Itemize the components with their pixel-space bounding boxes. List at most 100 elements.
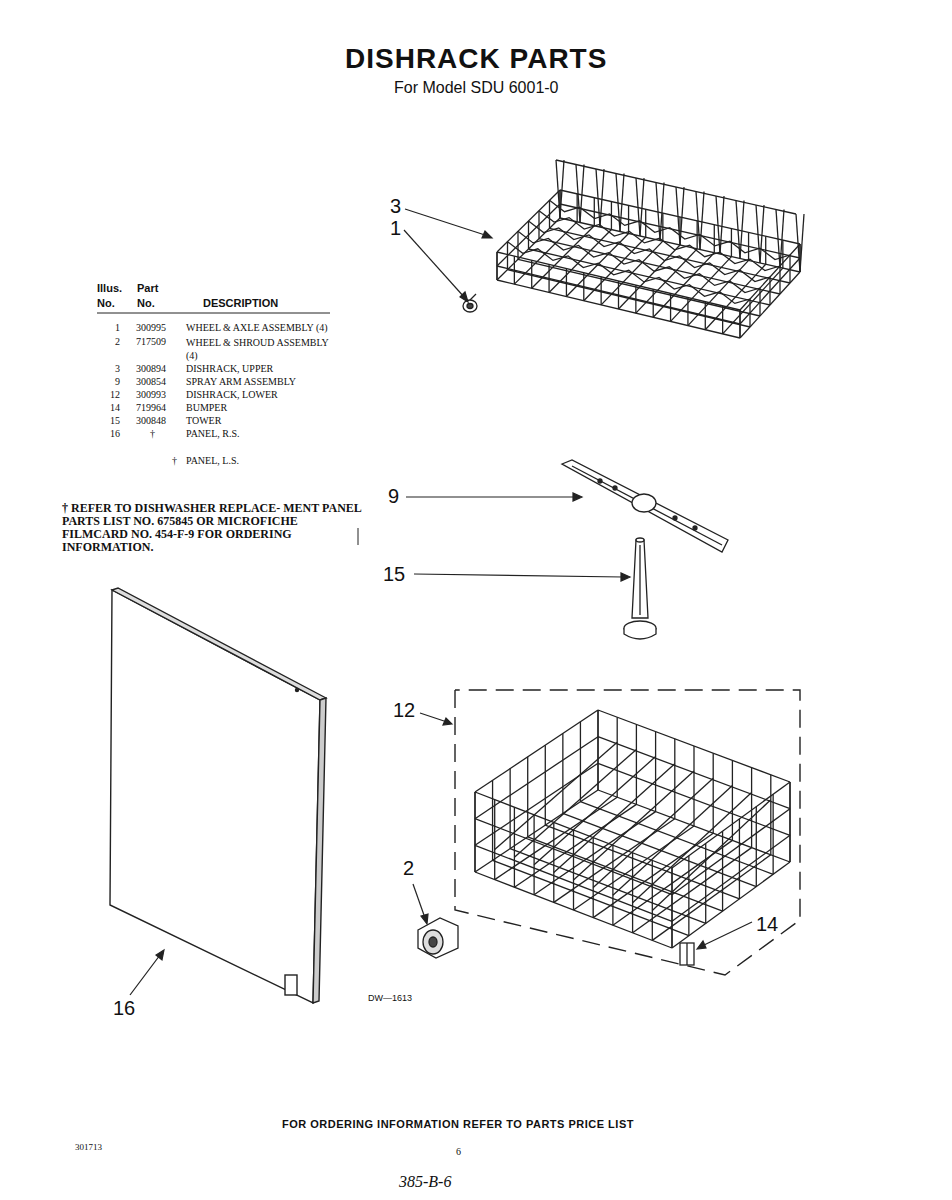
lower-dishrack-part [580,802,773,875]
lower-dishrack-part [534,757,656,865]
leader-lines-part [156,950,164,960]
wheel-axle-part [463,300,477,312]
lower-rack-bracket-part [455,690,800,975]
wheel-shroud-part [429,937,437,947]
callout-number: 1 [390,216,401,240]
part-description: BUMPER [186,402,227,414]
lower-dishrack-part [713,753,714,833]
illus-number: 9 [115,376,120,388]
lower-dishrack-part [475,737,598,819]
lower-dishrack-part [475,710,598,792]
upper-dishrack-part [736,201,740,259]
leader-lines [130,209,752,995]
side-panel-part [110,590,320,1003]
leader-lines-part [421,914,428,924]
upper-dishrack-part [640,178,644,236]
upper-dishrack-part [756,205,760,263]
callout-number: 3 [390,194,401,218]
lower-dishrack-part [514,749,636,857]
part-description: PANEL, R.S. [186,428,240,440]
leader-lines-part [697,941,706,949]
upper-dishrack-part [576,165,580,223]
page-number: 6 [456,1146,461,1158]
side-panel-part [296,689,299,692]
lower-dishrack-part [553,822,554,902]
table-header: Illus. [97,282,122,295]
lower-dishrack-part [612,845,613,925]
upper-dishrack-part [529,221,771,282]
table-header: Part [137,282,158,295]
part-description: TOWER [186,415,221,427]
upper-dishrack-part [720,196,724,254]
lower-dishrack-part [671,868,672,948]
illus-number: 12 [110,389,120,401]
leader-lines-part [702,922,752,946]
upper-dishrack-part [796,214,800,272]
upper-dishrack-part [800,214,804,272]
page-title: DISHRACK PARTS [345,42,607,76]
footnote: † REFER TO DISHWASHER REPLACE- MENT PANE… [62,502,362,554]
bumper [680,943,694,965]
lower-dishrack-part [789,782,790,862]
lower-dishrack-part [770,775,771,855]
upper-dishrack-part [740,272,800,338]
lower-dishrack-part [789,782,790,862]
upper-dishrack-part [760,205,764,263]
part-number: 300848 [136,415,166,427]
table-header: DESCRIPTION [203,297,278,310]
table-header: No. [97,297,115,310]
lower-dishrack-part [732,760,733,840]
illus-number: 15 [110,415,120,427]
lower-dishrack-part [598,737,790,809]
part-number: 300995 [136,322,166,334]
callout-number: 12 [393,698,415,722]
lower-dishrack-part [739,819,740,899]
upper-dishrack-part [497,280,740,338]
part-number: 300993 [136,389,166,401]
illus-number: 1 [115,322,120,334]
upper-dishrack-part [600,169,604,227]
part-description: SPRAY ARM ASSEMBLY [186,376,296,388]
lower-dishrack-part [636,724,637,804]
lower-dishrack-part [573,830,574,910]
lower-dishrack [475,710,790,948]
part-number: 300854 [136,376,166,388]
side-panel [110,588,326,1003]
wheel-shroud-part [423,930,443,954]
drawing-number: DW—1613 [368,993,412,1004]
lower-dishrack-part [545,825,739,899]
handwritten-note: 385-B-6 [399,1172,451,1191]
bumper-part [680,943,694,965]
upper-dishrack-part [636,178,640,236]
part-number: 719964 [136,402,166,414]
wheel-axle-part [467,304,473,309]
bumper-part [686,943,687,965]
lower-dishrack-part [598,763,790,835]
upper-dishrack-part [676,187,680,245]
tower-part [636,538,644,542]
lower-dishrack-part [494,800,495,880]
lower-dishrack-part [527,757,528,837]
upper-dishrack-part [497,204,560,266]
callout-number: 2 [403,856,414,880]
leader-lines-part [130,955,160,995]
lower-dishrack-part [705,843,706,923]
part-number: † [150,428,155,440]
lower-dishrack-part [633,793,752,903]
table-rules-part [358,528,359,545]
lower-dishrack-part [597,710,598,790]
lower-dishrack-part [688,856,689,936]
tower [624,538,656,639]
lower-dishrack-part [528,837,723,911]
leader-lines-part [420,713,447,722]
callout-number: 15 [383,562,405,586]
side-panel-part [112,588,326,700]
callout-number: 9 [388,484,399,508]
lower-dishrack-part [474,792,475,872]
illus-number: 14 [110,402,120,414]
lower-dishrack-part [652,800,771,911]
lower-dishrack-part [574,771,695,880]
illus-number: 2 [115,336,120,348]
leader-lines-part [414,574,623,577]
